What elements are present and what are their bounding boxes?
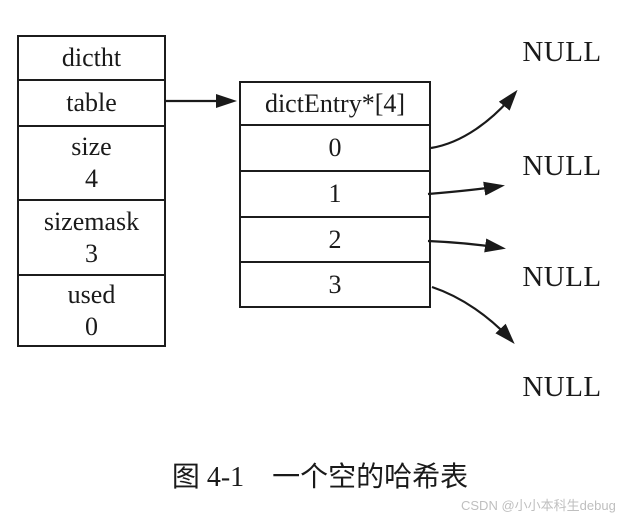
slot-3-cell: 3: [241, 261, 429, 306]
dictentry-array-header-cell: dictEntry*[4]: [241, 83, 429, 124]
sizemask-field-value: 3: [85, 238, 98, 268]
figure-caption: 图 4-1 一个空的哈希表: [171, 462, 469, 493]
arrow-slot0-to-null: [430, 89, 518, 150]
table-field-cell: table: [19, 79, 164, 125]
null-label-0: NULL: [522, 36, 602, 68]
used-field-value: 0: [85, 311, 98, 341]
slot-1-label: 1: [328, 179, 342, 209]
slot-2-label: 2: [328, 224, 342, 254]
dictentry-array-box: dictEntry*[4] 0 1 2 3: [239, 81, 431, 308]
dictht-struct-box: dictht table size 4 sizemask 3 used 0: [17, 35, 166, 347]
slot-0-cell: 0: [241, 124, 429, 170]
used-field-label: used: [67, 279, 116, 309]
slot-0-label: 0: [328, 133, 342, 163]
csdn-watermark: CSDN @小小本科生debug: [461, 498, 616, 513]
sizemask-field-label: sizemask: [43, 206, 140, 236]
arrow-slot1-to-null: [427, 181, 505, 196]
size-field-label: size: [71, 132, 112, 162]
slot-1-cell: 1: [241, 170, 429, 216]
slot-3-label: 3: [328, 269, 342, 299]
slot-2-cell: 2: [241, 216, 429, 261]
arrow-slot2-to-null: [427, 238, 506, 253]
dictentry-array-header-label: dictEntry*[4]: [264, 88, 406, 118]
null-label-3: NULL: [522, 371, 602, 403]
null-label-2: NULL: [522, 261, 602, 293]
arrow-slot3-to-null: [431, 285, 515, 344]
dictht-title-label: dictht: [61, 43, 122, 73]
table-field-label: table: [66, 88, 117, 118]
used-field-cell: used 0: [19, 274, 164, 345]
sizemask-field-cell: sizemask 3: [19, 199, 164, 274]
size-field-cell: size 4: [19, 125, 164, 199]
null-label-1: NULL: [522, 150, 602, 182]
size-field-value: 4: [85, 164, 98, 193]
dictht-title-cell: dictht: [19, 37, 164, 79]
